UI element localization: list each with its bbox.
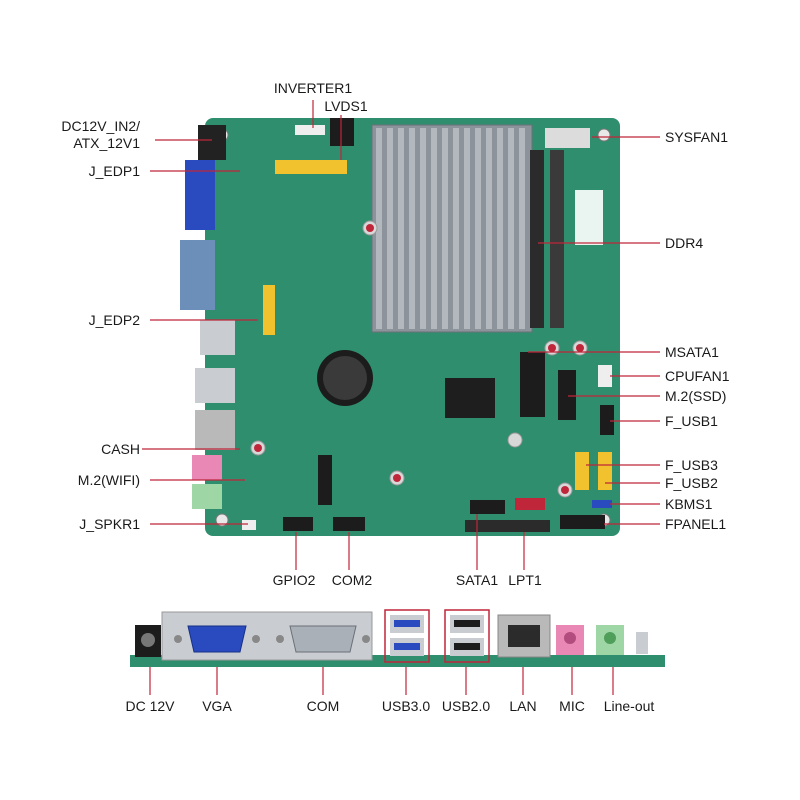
- screw: [252, 635, 260, 643]
- lan-port: [497, 614, 551, 658]
- sata-connector: [470, 500, 505, 514]
- label-usb30: USB3.0: [381, 698, 431, 714]
- label-m2-wifi: M.2(WIFI): [77, 472, 140, 488]
- com-edge-connector: [180, 240, 215, 310]
- mount-hole: [215, 513, 229, 527]
- rear-io-panel: [130, 609, 665, 667]
- screw: [276, 635, 284, 643]
- lan-edge-connector: [195, 410, 235, 450]
- label-f-usb2: F_USB2: [665, 475, 718, 491]
- label-cash: CASH: [101, 441, 140, 457]
- label-dc12v: DC 12V: [125, 698, 175, 714]
- label-dc12v-in2: DC12V_IN2/: [61, 118, 140, 134]
- m2-wifi-slot: [318, 455, 332, 505]
- label-msata1: MSATA1: [665, 344, 719, 360]
- mic-edge-jack: [192, 455, 222, 480]
- leader-lines: [142, 100, 660, 695]
- label-sysfan1: SYSFAN1: [665, 129, 729, 145]
- motherboard-pcb: [180, 118, 620, 536]
- usb20-tongue: [454, 620, 480, 627]
- lan-socket: [508, 625, 540, 647]
- label-lpt1: LPT1: [508, 572, 542, 588]
- mic-hole: [564, 632, 576, 644]
- lineout-hole: [604, 632, 616, 644]
- label-kbms1: KBMS1: [665, 496, 713, 512]
- kbms-header: [592, 500, 612, 508]
- usb3-edge-connector: [200, 320, 235, 355]
- cmos-battery-inner: [323, 356, 367, 400]
- dc-jack-pin: [141, 633, 155, 647]
- dc-in-connector: [198, 125, 226, 160]
- spkr-header: [242, 520, 256, 530]
- f-usb1-header: [600, 405, 614, 435]
- m2-ssd-slot: [558, 370, 576, 420]
- capacitor: [507, 432, 523, 448]
- label-j-edp1: J_EDP1: [88, 163, 140, 179]
- label-atx-12v1: ATX_12V1: [73, 135, 140, 151]
- label-mic: MIC: [559, 698, 585, 714]
- usb30-highlight: [384, 609, 430, 663]
- standoff: [636, 632, 648, 654]
- com-port: [289, 625, 357, 653]
- label-sticker: [575, 190, 603, 245]
- usb30-tongue: [394, 643, 420, 650]
- vga-port: [187, 625, 247, 653]
- label-lan: LAN: [509, 698, 537, 714]
- ddr4-latch: [550, 150, 564, 328]
- label-j-edp2: J_EDP2: [88, 312, 140, 328]
- mount-hole: [597, 128, 611, 142]
- usb20-tongue: [454, 643, 480, 650]
- label-m2-ssd: M.2(SSD): [665, 388, 727, 404]
- label-cpufan1: CPUFAN1: [665, 368, 730, 384]
- cpufan-header: [598, 365, 612, 387]
- label-lvds1: LVDS1: [324, 98, 368, 114]
- heatsink: [371, 124, 533, 333]
- label-fpanel1: FPANEL1: [665, 516, 727, 532]
- lineout-edge-jack: [192, 484, 222, 509]
- lpt-header: [465, 520, 550, 532]
- screw: [362, 635, 370, 643]
- com2-header: [333, 517, 365, 531]
- usb30-tongue: [394, 620, 420, 627]
- label-sata1: SATA1: [455, 572, 499, 588]
- label-com2: COM2: [331, 572, 373, 588]
- gpio2-header: [283, 517, 313, 531]
- lvds-connector: [275, 160, 347, 174]
- screw: [174, 635, 182, 643]
- usb20-highlight: [444, 609, 490, 663]
- f-usb3-header: [575, 452, 589, 490]
- label-lineout: Line-out: [603, 698, 655, 714]
- label-usb20: USB2.0: [441, 698, 491, 714]
- label-f-usb3: F_USB3: [665, 457, 718, 473]
- label-vga: VGA: [202, 698, 232, 714]
- inverter-connector: [295, 125, 325, 135]
- usb2-edge-connector: [195, 368, 235, 403]
- sata-power: [515, 498, 545, 510]
- fpanel-header: [560, 515, 605, 529]
- label-j-spkr1: J_SPKR1: [79, 516, 140, 532]
- vga-edge-connector: [185, 160, 215, 230]
- label-com: COM: [306, 698, 340, 714]
- sysfan-connector: [545, 128, 590, 148]
- label-inverter1: INVERTER1: [273, 80, 353, 96]
- edp2-connector: [263, 285, 275, 335]
- ddr4-slot: [530, 150, 544, 328]
- label-f-usb1: F_USB1: [665, 413, 718, 429]
- label-ddr4: DDR4: [665, 235, 704, 251]
- label-gpio2: GPIO2: [272, 572, 316, 588]
- f-usb2-header: [598, 452, 612, 490]
- msata-slot: [520, 352, 545, 417]
- chipset: [445, 378, 495, 418]
- lvds-header: [330, 118, 354, 146]
